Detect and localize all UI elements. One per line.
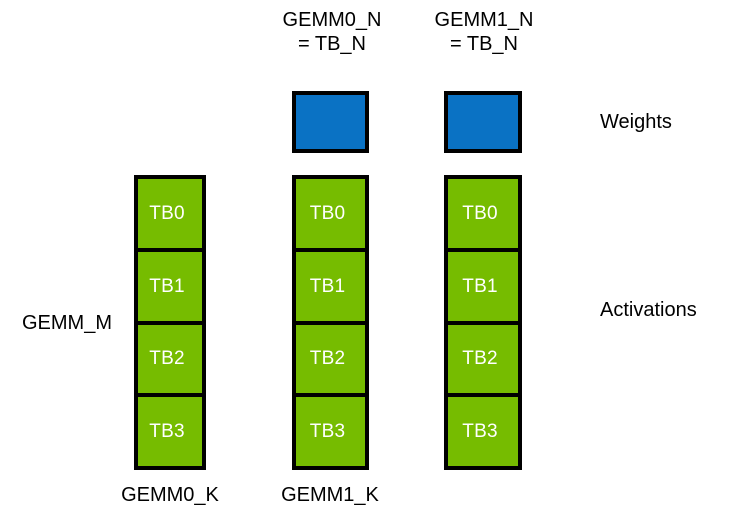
gemm0-n-label-line2: = TB_N [298,33,366,55]
gemm0-k-label: GEMM0_K [121,484,219,506]
gemm1-n-label-line2: = TB_N [450,33,518,55]
tb-cell: TB1 [134,247,206,325]
tb-cell-label: TB2 [149,348,185,370]
gemm0-n-label-line1: GEMM0_N [282,9,382,31]
activation-column-gemm1-k: TB0 TB1 TB2 TB3 [292,175,369,470]
tb-cell-label: TB0 [149,202,185,224]
tb-cell: TB1 [292,247,369,325]
gemm1-k-label: GEMM1_K [281,484,379,506]
activations-row-label: Activations [600,299,697,321]
gemm1-n-label-line1: GEMM1_N [434,9,534,31]
tb-cell-label: TB3 [462,421,498,443]
tb-cell: TB3 [444,393,522,470]
tb-cell-label: TB2 [462,348,498,370]
tb-cell: TB2 [134,320,206,398]
gemm-m-label: GEMM_M [22,312,112,334]
tb-cell-label: TB3 [149,421,185,443]
tb-cell: TB2 [444,320,522,398]
gemm1-n-label: GEMM1_N = TB_N [404,8,564,56]
tb-cell-label: TB3 [309,421,346,443]
tb-cell: TB0 [444,175,522,252]
tb-cell-label: TB0 [309,202,346,224]
tb-cell: TB0 [134,175,206,252]
weights-row-label: Weights [600,111,672,133]
tb-cell-label: TB0 [462,202,498,224]
tb-cell-label: TB2 [309,348,346,370]
weight-block-gemm0 [292,91,369,153]
tb-cell-label: TB1 [149,275,185,297]
tb-cell: TB2 [292,320,369,398]
activation-column-gemm0-k: TB0 TB1 TB2 TB3 [134,175,206,470]
tb-cell: TB3 [134,393,206,470]
activation-column-third: TB0 TB1 TB2 TB3 [444,175,522,470]
tb-cell-label: TB1 [462,275,498,297]
tb-cell-label: TB1 [309,275,346,297]
tb-cell: TB3 [292,393,369,470]
weight-block-gemm1 [444,91,522,153]
tb-cell: TB1 [444,247,522,325]
gemm0-n-label: GEMM0_N = TB_N [252,8,412,56]
tb-cell: TB0 [292,175,369,252]
